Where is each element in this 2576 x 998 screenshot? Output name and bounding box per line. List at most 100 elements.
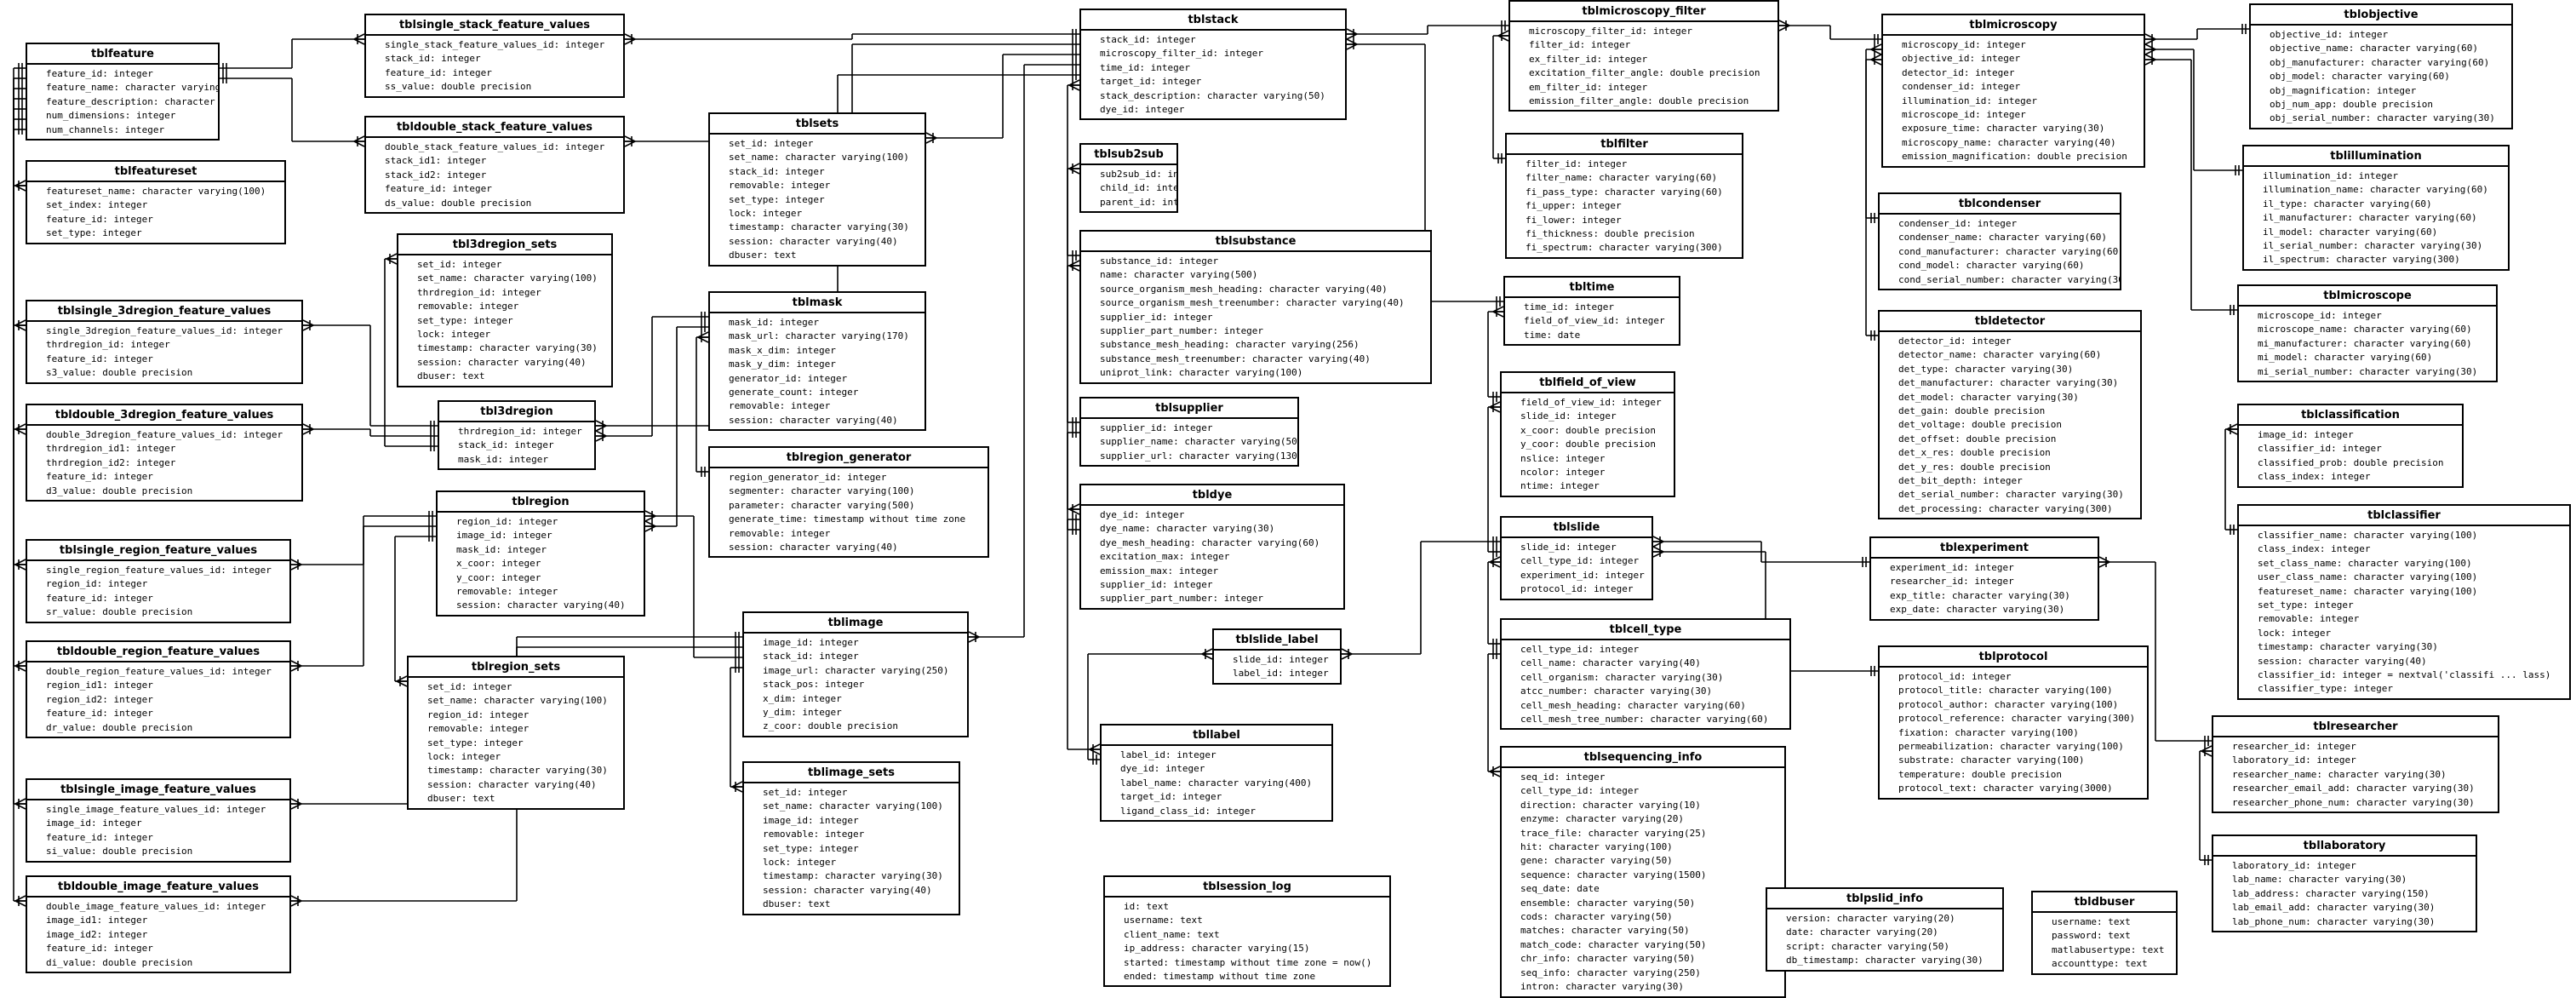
table-column: condenser_id: integer (1902, 81, 2021, 93)
table-column: image_id: integer (763, 637, 859, 648)
table-column: set_name: character varying(100) (729, 152, 909, 163)
table-column: microscopy_id: integer (1902, 39, 2026, 50)
table-column: s3_value: double precision (46, 367, 193, 379)
table-column: session: character varying(40) (417, 356, 587, 368)
table-column: substance_id: integer (1100, 255, 1219, 267)
table-column: ncolor: integer (1520, 467, 1606, 479)
table-column: slide_id: integer (1520, 542, 1617, 553)
relationship-tblfeature-tblfeatureset (13, 63, 26, 192)
table-column: filter_name: character varying(60) (1526, 172, 1718, 184)
table-column: mask_x_dim: integer (729, 344, 836, 356)
table-column: laboratory_id: integer (2232, 754, 2356, 766)
table-column: mask_id: integer (456, 543, 547, 555)
table-column: mask_url: character varying(170) (729, 330, 909, 342)
relationship-tblslide-tblfield_of_view (1487, 401, 1501, 557)
table-title: tblmask (710, 293, 924, 313)
table-column: source_organism_mesh_treenumber: charact… (1100, 297, 1405, 309)
table-column: removable: integer (2258, 613, 2360, 625)
table-title: tblmicroscope (2239, 286, 2496, 307)
table-column: det_gain: double precision (1898, 405, 2046, 417)
table-column: session: character varying(40) (427, 778, 597, 790)
table-column: removable: integer (427, 723, 530, 735)
table-title: tblregion_generator (710, 448, 987, 468)
table-column: det_offset: double precision (1898, 433, 2057, 445)
relationship-tblcell_type-tblsequencing_info (1487, 649, 1501, 777)
table-column: session: character varying(40) (729, 414, 898, 426)
table-column: set_name: character varying(100) (417, 272, 598, 284)
table-column: set_name: character varying(100) (763, 800, 943, 812)
table-column: obj_num_app: double precision (2270, 99, 2434, 111)
table-title: tblresearcher (2213, 717, 2498, 737)
table-column: session: character varying(40) (729, 235, 898, 247)
table-column: temperature: double precision (1898, 768, 2063, 780)
table-column: matches: character varying(50) (1520, 925, 1690, 937)
table-title: tbllabel (1102, 726, 1331, 746)
table-column: db_timestamp: character varying(30) (1786, 955, 1984, 966)
table-column: supplier_id: integer (1100, 311, 1213, 323)
table-column: condenser_id: integer (1898, 218, 2018, 229)
table-column: removable: integer (729, 400, 831, 412)
table-column: supplier_id: integer (1100, 579, 1213, 591)
table-tblresearcher[interactable]: tblresearcher researcher_id: integer labor… (2212, 715, 2499, 814)
table-column: obj_magnification: integer (2270, 84, 2417, 96)
table-column: excitation_filter_angle: double precisio… (1529, 67, 1760, 79)
table-column: researcher_id: integer (2232, 741, 2356, 752)
table-column: dbuser: text (729, 250, 797, 261)
table-column: z_coor: double precision (763, 720, 898, 732)
